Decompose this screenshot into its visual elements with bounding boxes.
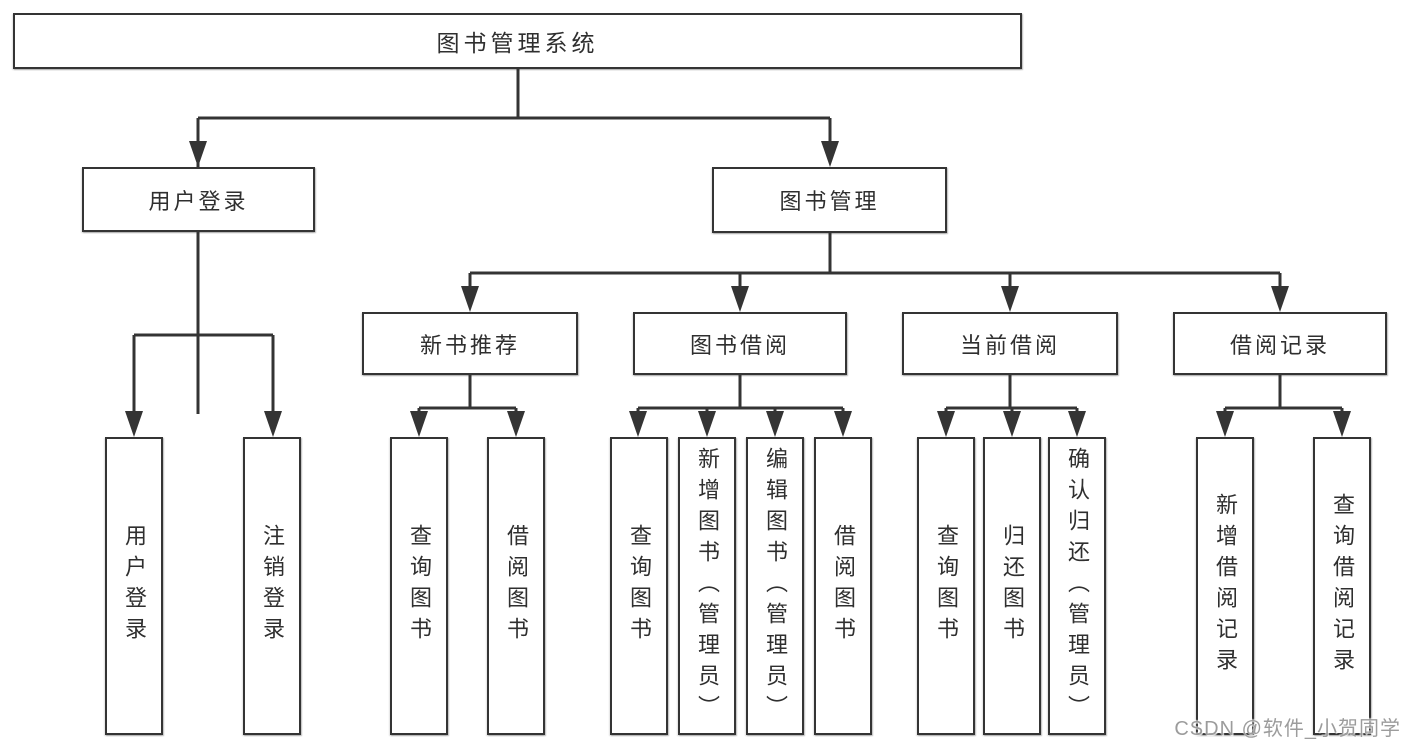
node-label: 确认归还（管理员） bbox=[1065, 446, 1090, 726]
arrow-down-icon bbox=[1333, 411, 1351, 437]
node-borrow-records: 借阅记录 bbox=[1173, 312, 1387, 375]
node-label: 新书推荐 bbox=[419, 332, 520, 358]
arrow-down-icon bbox=[1216, 411, 1234, 437]
arrow-down-icon bbox=[834, 411, 852, 437]
arrow-down-icon bbox=[937, 411, 955, 437]
node-label: 编辑图书（管理员） bbox=[763, 446, 788, 726]
node-label: 当前借阅 bbox=[959, 332, 1060, 358]
arrow-down-icon bbox=[264, 411, 282, 437]
leaf-edit-books-admin: 编辑图书（管理员） bbox=[746, 437, 804, 735]
watermark: CSDN @软件_小贺同学 bbox=[1174, 718, 1401, 740]
leaf-borrow-books: 借阅图书 bbox=[814, 437, 872, 735]
arrow-down-icon bbox=[766, 411, 784, 437]
leaf-confirm-return-admin: 确认归还（管理员） bbox=[1048, 437, 1106, 735]
node-label: 用户登录 bbox=[122, 524, 147, 648]
node-new-book-recommend: 新书推荐 bbox=[362, 312, 578, 375]
node-label: 借阅图书 bbox=[831, 524, 856, 648]
node-label: 借阅图书 bbox=[504, 524, 529, 648]
arrow-down-icon bbox=[629, 411, 647, 437]
arrow-down-icon bbox=[1068, 411, 1086, 437]
leaf-add-borrow-record: 新增借阅记录 bbox=[1196, 437, 1254, 735]
node-root: 图书管理系统 bbox=[13, 13, 1022, 69]
node-label: 图书借阅 bbox=[689, 332, 790, 358]
leaf-return-books: 归还图书 bbox=[983, 437, 1041, 735]
arrow-down-icon bbox=[507, 411, 525, 437]
leaf-query-books-current: 查询图书 bbox=[917, 437, 975, 735]
node-label: 查询借阅记录 bbox=[1330, 493, 1355, 679]
arrow-down-icon bbox=[1271, 286, 1289, 312]
arrow-down-icon bbox=[821, 141, 839, 167]
node-label: 图书管理系统 bbox=[436, 30, 599, 56]
arrow-down-icon bbox=[698, 411, 716, 437]
node-label: 借阅记录 bbox=[1229, 332, 1330, 358]
node-label: 查询图书 bbox=[407, 524, 432, 648]
node-label: 新增图书（管理员） bbox=[695, 446, 720, 726]
leaf-query-borrow-record: 查询借阅记录 bbox=[1313, 437, 1371, 735]
node-current-borrow: 当前借阅 bbox=[902, 312, 1118, 375]
node-label: 图书管理 bbox=[779, 189, 880, 214]
node-label: 归还图书 bbox=[1000, 524, 1025, 648]
arrow-down-icon bbox=[1001, 286, 1019, 312]
node-label: 用户登录 bbox=[148, 188, 249, 214]
arrow-down-icon bbox=[189, 141, 207, 167]
arrow-down-icon bbox=[410, 411, 428, 437]
node-user-login: 用户登录 bbox=[82, 167, 315, 232]
node-label: 查询图书 bbox=[934, 524, 959, 648]
node-book-management: 图书管理 bbox=[712, 167, 947, 233]
node-label: 查询图书 bbox=[627, 524, 652, 648]
arrow-down-icon bbox=[125, 411, 143, 437]
leaf-add-books-admin: 新增图书（管理员） bbox=[678, 437, 736, 735]
leaf-query-books-recommend: 查询图书 bbox=[390, 437, 448, 735]
node-label: 新增借阅记录 bbox=[1213, 493, 1238, 679]
leaf-logout-login: 注销登录 bbox=[243, 437, 301, 735]
arrow-down-icon bbox=[1003, 411, 1021, 437]
leaf-query-books-borrow: 查询图书 bbox=[610, 437, 668, 735]
arrow-down-icon bbox=[731, 286, 749, 312]
arrow-down-icon bbox=[461, 286, 479, 312]
leaf-user-login: 用户登录 bbox=[105, 437, 163, 735]
leaf-borrow-books-recommend: 借阅图书 bbox=[487, 437, 545, 735]
node-book-borrow: 图书借阅 bbox=[633, 312, 847, 375]
node-label: 注销登录 bbox=[260, 524, 285, 648]
